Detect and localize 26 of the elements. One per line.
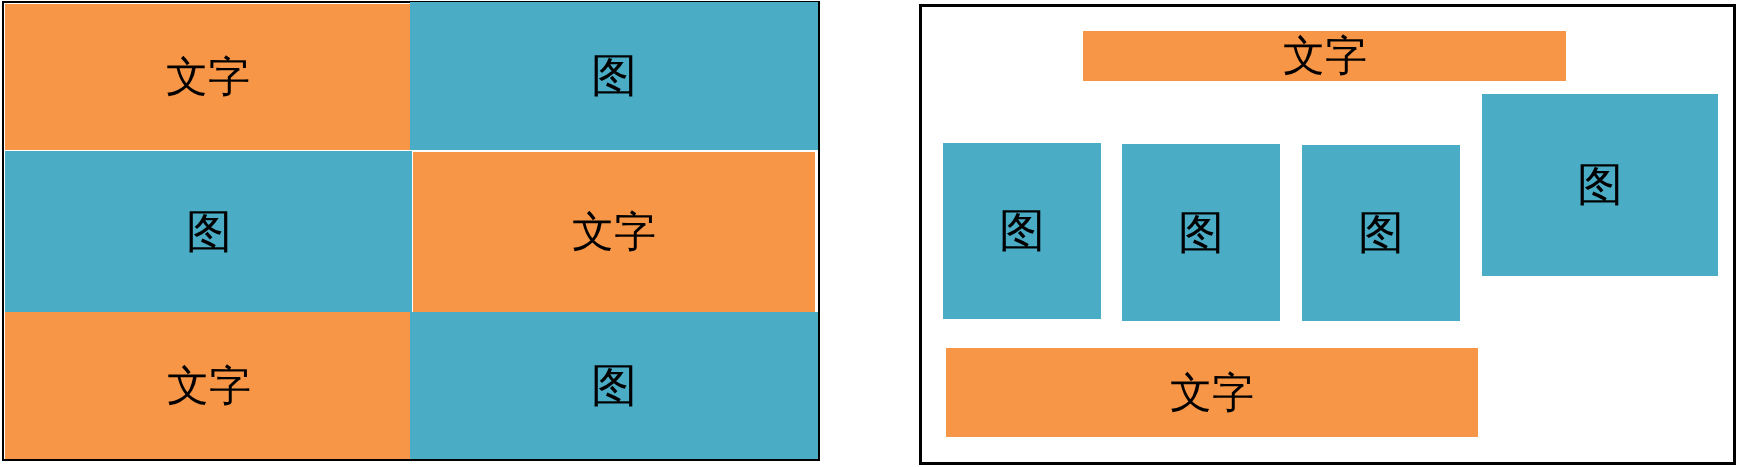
text-placeholder-block [5,312,412,459]
text-placeholder-block [5,4,410,150]
image-placeholder-block [943,143,1101,319]
layout-frame [2,1,820,461]
block-label: 图 [185,208,232,255]
image-placeholder-block [410,2,818,150]
block-label: 文字 [1170,371,1254,414]
text-placeholder-block [946,348,1478,437]
image-placeholder-block [1302,145,1460,321]
block-label: 文字 [1282,35,1367,77]
block-label: 图 [591,53,637,99]
block-label: 图 [1178,209,1224,256]
text-placeholder-block [413,152,815,312]
block-label: 图 [999,208,1045,254]
text-placeholder-block [1083,31,1566,81]
block-label: 图 [591,362,637,409]
image-placeholder-block [1482,94,1718,276]
block-label: 图 [1577,162,1623,208]
layout-frame [919,4,1736,465]
block-label: 文字 [166,364,251,407]
image-placeholder-block [5,151,412,312]
block-label: 文字 [165,56,250,98]
image-placeholder-block [410,312,818,459]
block-label: 图 [1358,210,1404,256]
image-placeholder-block [1122,144,1280,321]
block-label: 文字 [572,211,656,253]
